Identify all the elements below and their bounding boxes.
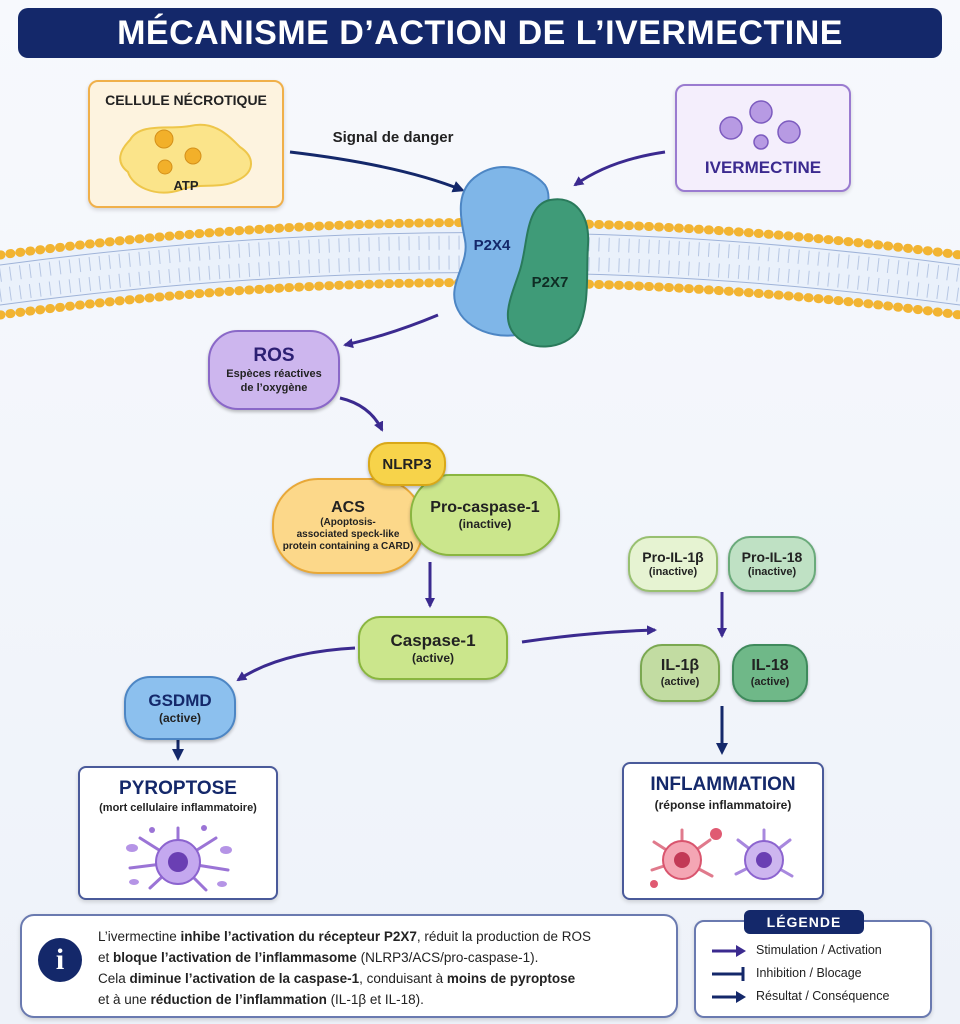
legend-item-activation: Stimulation / Activation xyxy=(756,943,882,957)
arrow-caspase-to-gsdmd xyxy=(236,646,356,682)
acs-label: ACS xyxy=(331,499,365,516)
info-text-run: , réduit la production de ROS xyxy=(416,929,591,944)
ivermectin-label: IVERMECTINE xyxy=(704,158,822,177)
legend-symbols xyxy=(712,945,746,1003)
pro-il18-label: Pro-IL-18 xyxy=(741,549,803,565)
legend-item-result: Résultat / Conséquence xyxy=(756,989,890,1003)
info-text-run: Cela xyxy=(98,971,130,986)
ros-desc-line1: Espèces réactives xyxy=(226,368,322,380)
inflammation-desc: (réponse inflammatoire) xyxy=(654,798,792,812)
il18-label: IL-18 xyxy=(751,657,789,674)
ivermectin-molecules-icon xyxy=(719,100,801,150)
legend-result-arrow-icon xyxy=(712,991,746,1003)
info-text: L’ivermectine inhibe l’activation du réc… xyxy=(98,926,668,1010)
acs-line2: associated speck-like xyxy=(296,529,400,540)
necrotic-cell-label: CELLULE NÉCROTIQUE xyxy=(105,92,267,108)
procaspase-label: Pro-caspase-1 xyxy=(430,499,540,516)
legend-activation-arrow-icon xyxy=(712,945,746,957)
acs-line3: protein containing a CARD) xyxy=(282,541,414,552)
necrotic-cell-icon xyxy=(119,123,252,194)
info-text-run: L’ivermectine xyxy=(98,929,181,944)
caspase-state: (active) xyxy=(411,651,455,665)
arrow-receptor-to-ros xyxy=(343,313,439,349)
inflammatory-cells-icon xyxy=(650,828,794,888)
info-box: i L’ivermectine inhibe l’activation du r… xyxy=(20,914,678,1018)
info-text-bold: inhibe l’activation du récepteur P2X7 xyxy=(180,929,417,944)
il1b-label: IL-1β xyxy=(660,657,700,674)
info-line-1: L’ivermectine inhibe l’activation du réc… xyxy=(98,926,668,947)
info-text-run: (IL-1β et IL-18). xyxy=(326,992,424,1007)
arrow-ros-to-nlrp3 xyxy=(339,396,384,432)
info-text-run: et à une xyxy=(98,992,151,1007)
ros-node: ROS Espèces réactives de l’oxygène xyxy=(208,330,340,410)
pro-il18-node: Pro-IL-18 (inactive) xyxy=(728,536,816,592)
necrotic-cell-box: CELLULE NÉCROTIQUE ATP xyxy=(88,80,284,208)
atp-label: ATP xyxy=(173,178,199,193)
ros-desc-line2: de l’oxygène xyxy=(240,382,308,394)
legend-inhibition-icon xyxy=(712,967,745,981)
legend-box: LÉGENDE Stimulation / Activation Inhibit… xyxy=(694,910,932,1018)
procaspase-state: (inactive) xyxy=(458,517,512,531)
page-title: MÉCANISME D’ACTION DE L’IVERMECTINE xyxy=(117,13,843,52)
ros-label: ROS xyxy=(253,345,295,366)
pyroptose-desc: (mort cellulaire inflammatoire) xyxy=(99,802,257,814)
acs-node: ACS (Apoptosis- associated speck-like pr… xyxy=(272,478,424,574)
info-text-run: , conduisant à xyxy=(359,971,447,986)
info-text-bold: moins de pyroptose xyxy=(446,971,576,986)
title-banner: MÉCANISME D’ACTION DE L’IVERMECTINE xyxy=(18,8,942,58)
arrow-danger-to-receptor xyxy=(289,150,465,193)
acs-line1: (Apoptosis- xyxy=(320,517,376,528)
ivermectin-box: IVERMECTINE xyxy=(675,84,851,192)
pro-il1b-node: Pro-IL-1β (inactive) xyxy=(628,536,718,592)
pro-il1b-state: (inactive) xyxy=(648,566,698,578)
info-text-bold: diminue l’activation de la caspase-1 xyxy=(129,971,360,986)
info-text-run: (NLRP3/ACS/pro-caspase-1). xyxy=(356,950,539,965)
danger-signal-label: Signal de danger xyxy=(333,129,454,146)
inflammation-label: INFLAMMATION xyxy=(650,774,796,795)
p2x7-label: P2X7 xyxy=(532,274,569,291)
arrow-ivermectin-to-receptor xyxy=(573,150,666,187)
p2x7-receptor xyxy=(506,198,590,348)
info-icon: i xyxy=(38,938,82,982)
il18-node: IL-18 (active) xyxy=(732,644,808,702)
nlrp3-label: NLRP3 xyxy=(382,455,432,473)
pro-il1b-label: Pro-IL-1β xyxy=(642,549,704,565)
info-text-run: et xyxy=(98,950,114,965)
legend-item-inhibition: Inhibition / Blocage xyxy=(756,966,862,980)
legend-title: LÉGENDE xyxy=(744,910,864,934)
info-line-4: et à une réduction de l’inflammation (IL… xyxy=(98,989,668,1010)
il18-state: (active) xyxy=(750,676,790,688)
procaspase-node: Pro-caspase-1 (inactive) xyxy=(410,474,560,556)
nlrp3-node: NLRP3 xyxy=(368,442,446,486)
il1b-state: (active) xyxy=(660,676,700,688)
caspase-label: Caspase-1 xyxy=(390,631,476,650)
arrow-caspase-to-interleukins xyxy=(521,625,657,644)
gsdmd-node: GSDMD (active) xyxy=(124,676,236,740)
pyroptotic-cell-icon xyxy=(126,825,232,892)
p2x4-label: P2X4 xyxy=(474,237,511,254)
il1b-node: IL-1β (active) xyxy=(640,644,720,702)
gsdmd-state: (active) xyxy=(158,711,202,725)
info-text-bold: réduction de l’inflammation xyxy=(150,992,327,1007)
caspase-node: Caspase-1 (active) xyxy=(358,616,508,680)
info-line-3: Cela diminue l’activation de la caspase-… xyxy=(98,968,668,989)
gsdmd-label: GSDMD xyxy=(148,691,212,710)
pyroptose-box: PYROPTOSE (mort cellulaire inflammatoire… xyxy=(78,766,278,900)
pyroptose-label: PYROPTOSE xyxy=(119,778,237,799)
pro-il18-state: (inactive) xyxy=(747,566,797,578)
info-text-bold: bloque l’activation de l’inflammasome xyxy=(113,950,357,965)
inflammation-box: INFLAMMATION (réponse inflammatoire) xyxy=(622,762,824,900)
info-line-2: et bloque l’activation de l’inflammasome… xyxy=(98,947,668,968)
